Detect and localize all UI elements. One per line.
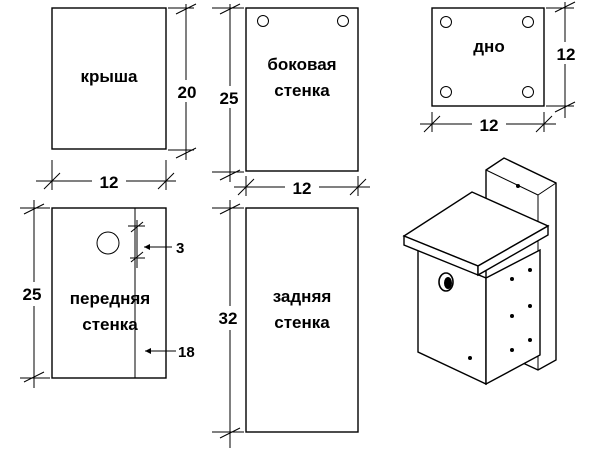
- roof-label: крыша: [80, 67, 138, 86]
- side-width-value: 12: [293, 179, 312, 198]
- hole-offset-value: 3: [176, 240, 184, 257]
- bottom-width-value: 12: [480, 116, 499, 135]
- side-height-value: 25: [220, 89, 239, 108]
- side-height-dimension: 25: [212, 3, 245, 182]
- roof-width-dimension: 12: [36, 160, 176, 192]
- roof-width-value: 12: [100, 173, 119, 192]
- side-label-line2: стенка: [274, 81, 330, 100]
- roof-panel: крыша: [51, 7, 167, 150]
- front-height-value: 25: [23, 285, 42, 304]
- front-label-line2: стенка: [82, 315, 138, 334]
- back-panel: задняя стенка: [245, 207, 359, 433]
- back-height-dimension: 32: [211, 200, 245, 448]
- side-panel: боковая стенка: [245, 7, 359, 172]
- front-height-dimension: 25: [16, 200, 50, 388]
- side-label-line1: боковая: [267, 55, 336, 74]
- roof-height-value: 20: [178, 83, 197, 102]
- hole-offset-dimension: 3: [128, 220, 184, 268]
- back-label-line2: стенка: [274, 313, 330, 332]
- cut-offset-dimension: 18: [145, 344, 195, 361]
- bottom-width-dimension: 12: [420, 112, 556, 136]
- front-panel: передняя стенка: [51, 207, 167, 379]
- bottom-panel: дно: [431, 7, 545, 107]
- bottom-height-dimension: 12: [546, 1, 582, 118]
- side-width-dimension: 12: [234, 176, 370, 199]
- birdhouse-illustration: [402, 157, 557, 386]
- roof-height-dimension: 20: [168, 3, 201, 160]
- bottom-label: дно: [473, 37, 504, 56]
- bottom-height-value: 12: [557, 45, 576, 64]
- back-height-value: 32: [219, 309, 238, 328]
- cut-offset-value: 18: [178, 344, 195, 361]
- front-label-line1: передняя: [70, 289, 150, 308]
- back-label-line1: задняя: [273, 287, 332, 306]
